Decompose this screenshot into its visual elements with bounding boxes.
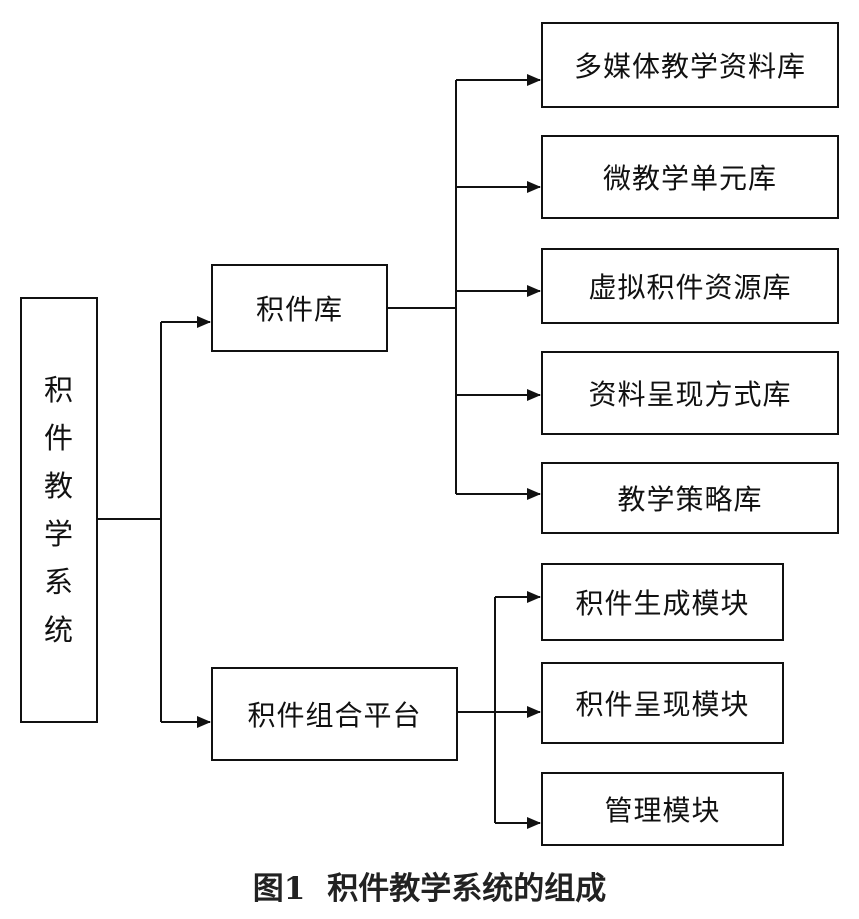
root-char: 件 [43,421,74,455]
root-node-box: 积 件 教 学 系 统 [20,297,98,723]
platform-child-node: 管理模块 [541,772,784,846]
root-char: 教 [43,469,74,503]
library-child-node: 微教学单元库 [541,135,839,219]
root-char: 学 [43,517,74,551]
library-node: 积件库 [211,264,388,352]
figure-title: 积件教学系统的组成 [327,871,607,907]
library-child-node: 虚拟积件资源库 [541,248,839,324]
root-char: 积 [43,373,74,407]
root-char: 系 [43,565,74,599]
figure-caption: 图1 积件教学系统的组成 [0,863,859,908]
platform-node: 积件组合平台 [211,667,458,761]
library-child-node: 资料呈现方式库 [541,351,839,435]
platform-child-node: 积件生成模块 [541,563,784,641]
root-char: 统 [43,613,74,647]
library-child-node: 多媒体教学资料库 [541,22,839,108]
platform-child-node: 积件呈现模块 [541,662,784,744]
figure-number: 图1 [252,871,306,907]
library-child-node: 教学策略库 [541,462,839,534]
